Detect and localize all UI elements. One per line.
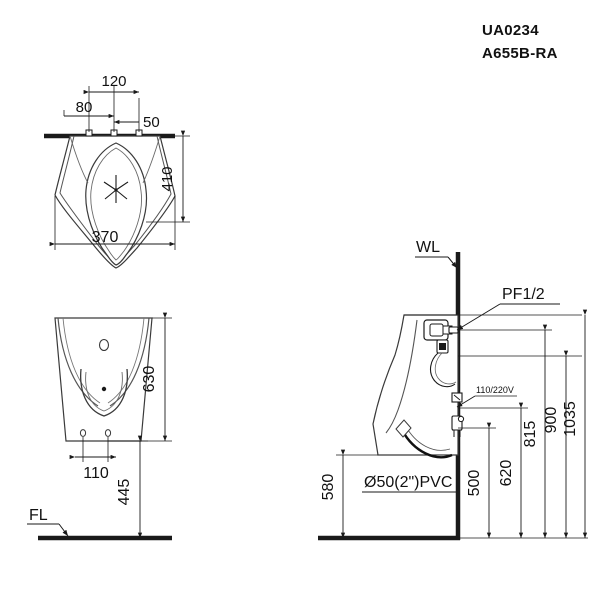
front-view-rim-left2 bbox=[62, 317, 101, 404]
side-view-outlet-spigot bbox=[395, 419, 412, 438]
dim-text-580: 580 bbox=[320, 474, 337, 501]
top-view-left-crease bbox=[69, 135, 89, 184]
front-view-bowl-outline bbox=[80, 368, 128, 417]
label-voltage-text: 110/220V bbox=[476, 385, 514, 395]
front-view-fixing-hole-left bbox=[79, 429, 87, 437]
dim-text-815: 815 bbox=[522, 421, 539, 448]
front-view-fixing-hole-right bbox=[104, 429, 112, 437]
front-view-rim-right2 bbox=[107, 317, 145, 404]
front-view-spreader-hole bbox=[98, 338, 110, 352]
dim-text-620: 620 bbox=[498, 460, 515, 487]
side-view-flush-valve-assembly bbox=[423, 319, 459, 388]
dim-text-370: 370 bbox=[92, 229, 119, 246]
top-view-spreader-star-icon bbox=[103, 175, 129, 203]
top-view-370-extensions bbox=[54, 196, 176, 250]
label-voltage-leader bbox=[456, 395, 476, 408]
label-wl-text: WL bbox=[416, 239, 440, 256]
top-view-fixings bbox=[85, 129, 143, 137]
label-pvc-text: Ø50(2")PVC bbox=[364, 474, 452, 491]
front-view-drain-hole bbox=[101, 386, 107, 392]
drawing-title-model-code: UA0234 bbox=[482, 22, 539, 39]
dim-text-1035: 1035 bbox=[562, 401, 579, 437]
side-view-waste-fitting bbox=[451, 415, 465, 437]
top-view-group: 120 80 50 410 370 bbox=[44, 73, 190, 269]
top-view-bowl-inner bbox=[90, 147, 142, 261]
side-view-power-outlet bbox=[451, 392, 463, 403]
label-fl-text: FL bbox=[29, 507, 48, 524]
front-view-group: 630 110 445 FL bbox=[27, 312, 172, 541]
dim-text-110: 110 bbox=[83, 465, 109, 482]
dim-text-445: 445 bbox=[116, 479, 133, 506]
label-pf12-text: PF1/2 bbox=[502, 286, 545, 303]
front-view-bowl-inner bbox=[85, 371, 123, 412]
dim-text-630: 630 bbox=[141, 366, 158, 393]
side-view-drain-trap bbox=[400, 429, 453, 459]
dim-text-50: 50 bbox=[143, 114, 160, 131]
dim-text-410: 410 bbox=[159, 166, 176, 191]
label-fl-leader bbox=[58, 523, 69, 537]
dim-text-120: 120 bbox=[101, 73, 126, 90]
front-view-urinal-outline bbox=[54, 317, 153, 442]
side-view-group: WL PF1/2 110/220V Ø50(2")PVC 580 bbox=[318, 239, 588, 541]
top-view-bowl-outline bbox=[85, 142, 148, 266]
dim-text-500: 500 bbox=[466, 470, 483, 497]
top-view-drain-center bbox=[114, 188, 118, 192]
dim-text-80: 80 bbox=[76, 99, 93, 116]
dim-text-900: 900 bbox=[543, 407, 560, 434]
label-pf12-leader bbox=[456, 303, 501, 331]
top-view-right-crease bbox=[142, 135, 161, 184]
side-view-bowl-curve bbox=[385, 319, 418, 434]
label-wl-leader bbox=[447, 256, 458, 269]
drawing-title-product-code: A655B-RA bbox=[482, 45, 558, 62]
